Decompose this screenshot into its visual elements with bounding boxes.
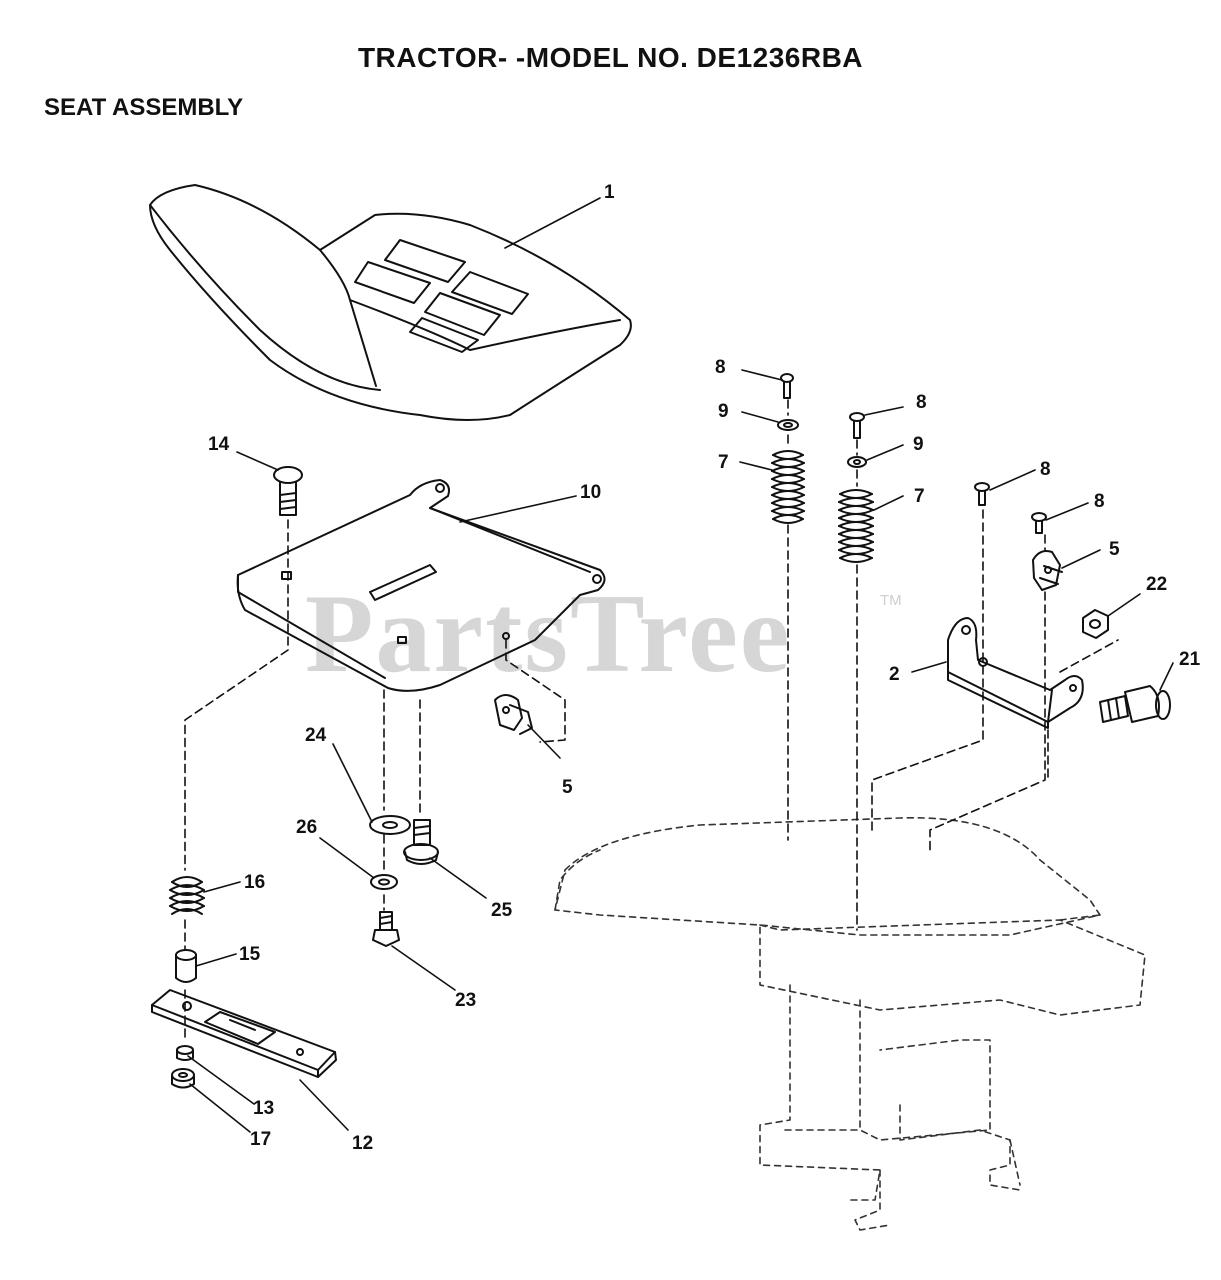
spacer-part-15 [175, 949, 197, 983]
callout-25: 25 [491, 900, 513, 921]
callout-7-right: 7 [914, 486, 925, 507]
pin-part-8-d [1031, 512, 1047, 534]
washer-part-9-a [777, 419, 799, 431]
callout-17: 17 [250, 1129, 272, 1150]
spring-part-7-a [771, 450, 805, 524]
callout-22: 22 [1146, 574, 1168, 595]
bracket-part-12 [151, 989, 337, 1078]
clip-part-5-lower [494, 694, 533, 735]
bolt-part-21 [1099, 685, 1171, 723]
leader-lines [187, 197, 1174, 1133]
callout-9-b: 9 [913, 434, 924, 455]
nut-part-13 [176, 1045, 194, 1061]
callout-15: 15 [239, 944, 261, 965]
callout-8-d: 8 [1094, 491, 1105, 512]
lockwasher-part-26 [370, 874, 398, 890]
pin-part-8-c [974, 482, 990, 506]
watermark-tm: TM [880, 592, 902, 609]
spring-part-16 [169, 876, 205, 915]
clip-part-5-upper [1032, 550, 1063, 591]
tractor-frame [554, 817, 1146, 1231]
callout-5-upper: 5 [1109, 539, 1120, 560]
callout-23: 23 [455, 990, 477, 1011]
callout-5-lower: 5 [562, 777, 573, 798]
callout-2: 2 [889, 664, 900, 685]
seat-part-1 [149, 184, 632, 421]
nut-part-22 [1082, 609, 1109, 639]
pin-part-8-a [780, 373, 794, 399]
spring-part-7-b [838, 489, 874, 563]
callout-24: 24 [305, 725, 327, 746]
watermark: PartsTree [305, 572, 792, 696]
callout-14: 14 [208, 434, 230, 455]
diagram-title: TRACTOR- -MODEL NO. DE1236RBA [357, 42, 864, 73]
callout-10: 10 [580, 482, 602, 503]
hex-bolt-part-23 [372, 911, 400, 947]
locknut-part-17 [171, 1068, 195, 1089]
bracket-part-2 [947, 617, 1084, 729]
callout-9-a: 9 [718, 401, 729, 422]
callout-12: 12 [352, 1133, 374, 1154]
callout-8-b: 8 [916, 392, 927, 413]
section-title: SEAT ASSEMBLY [44, 94, 244, 121]
callout-16: 16 [244, 872, 266, 893]
carriage-bolt-part-14 [273, 466, 303, 516]
callout-21: 21 [1179, 649, 1201, 670]
washer-part-9-b [847, 456, 867, 468]
assembly-lines [184, 399, 1119, 1041]
shoulder-bolt-part-25 [403, 819, 439, 865]
callout-1: 1 [604, 182, 615, 203]
callout-13: 13 [253, 1098, 275, 1119]
callout-8-a: 8 [715, 357, 726, 378]
callout-8-c: 8 [1040, 459, 1051, 480]
callout-7-left: 7 [718, 452, 729, 473]
seat-pan-part-10 [236, 479, 606, 692]
washer-part-24 [369, 815, 411, 835]
callout-26: 26 [296, 817, 318, 838]
pin-part-8-b [849, 412, 865, 439]
